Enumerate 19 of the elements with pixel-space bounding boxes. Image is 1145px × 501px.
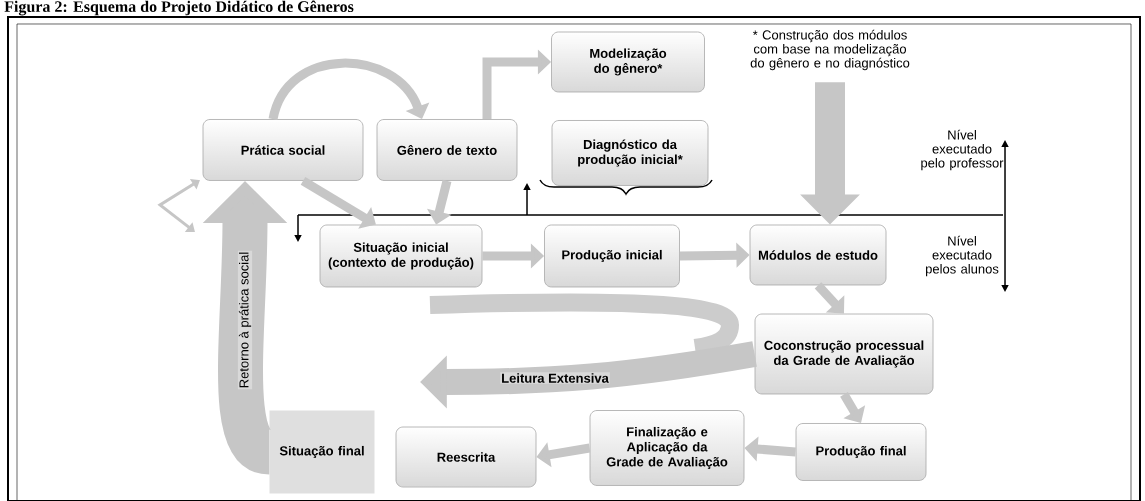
block-arrow <box>268 58 430 121</box>
process-box: Coconstrução processual da Grade de Avaliação <box>754 313 934 395</box>
arrow-base-box: Situação final <box>269 410 375 494</box>
process-box: Prática social <box>202 119 364 181</box>
process-box: Diagnóstico da produção inicial* <box>551 120 709 186</box>
edge-label: Leitura Extensiva <box>500 372 610 384</box>
note-text: * Construção dos módulos com base na modelização do gênero e no diagnóstico <box>750 29 910 71</box>
process-box: Produção inicial <box>544 224 680 288</box>
process-box: Módulos de estudo <box>749 224 887 286</box>
process-box: Gênero de texto <box>376 119 518 181</box>
process-box: Situação inicial (contexto de produção) <box>319 224 483 288</box>
process-box: Modelização do gênero* <box>551 31 705 93</box>
process-box: Reescrita <box>395 426 537 488</box>
process-box: Finalização e Aplicação da Grade de Avaliação <box>589 410 745 486</box>
figure-title: Figura 2: Esquema do Projeto Didático de Gêneros <box>4 0 354 16</box>
level-label: Nível executado pelo professor <box>921 129 1004 171</box>
process-box: Produção final <box>795 423 927 481</box>
block-arrow <box>814 282 845 314</box>
level-label: Nível executado pelos alunos <box>926 235 999 277</box>
